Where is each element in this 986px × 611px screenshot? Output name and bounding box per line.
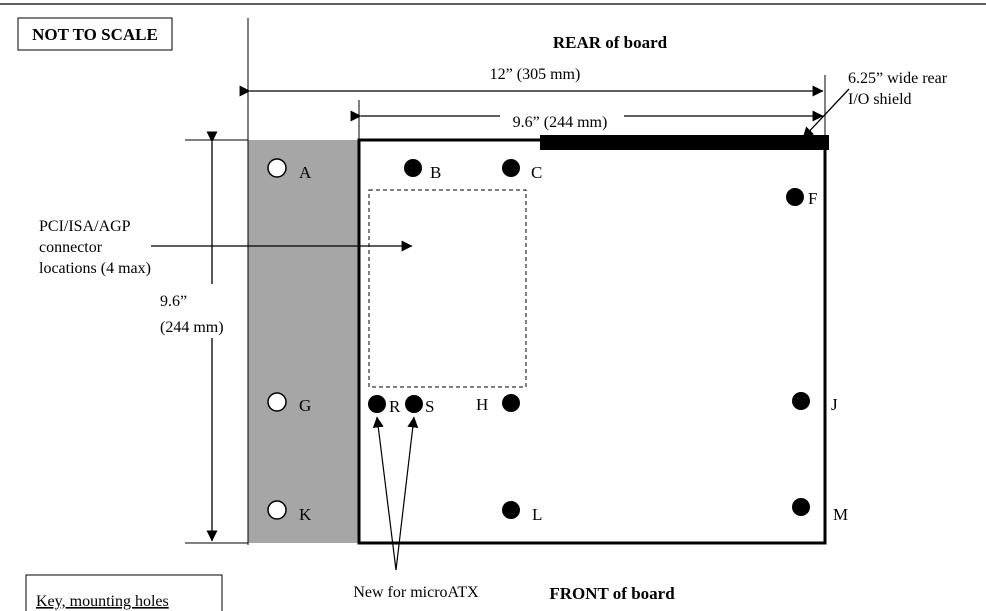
hole-b: B	[404, 159, 441, 182]
hole-b-filled-circle	[404, 159, 422, 177]
hole-m-label: M	[833, 505, 848, 524]
hole-k: K	[267, 500, 312, 524]
hole-k-label: K	[299, 505, 312, 524]
new-microatx-arrow-r	[372, 416, 397, 571]
hole-f-label: F	[808, 189, 817, 208]
rear-io-shield-bar	[540, 135, 829, 150]
hole-m: M	[792, 498, 848, 524]
io-shield-label-line2: I/O shield	[848, 91, 912, 108]
hole-r-filled-circle	[368, 395, 386, 413]
new-microatx-arrow-s	[395, 416, 419, 571]
hole-h-label: H	[476, 395, 488, 414]
hole-a-open-circle	[267, 158, 287, 178]
hole-g: G	[267, 392, 311, 415]
height-label-line2: (244 mm)	[160, 319, 224, 336]
hole-c-filled-circle	[502, 159, 520, 177]
hole-g-open-circle	[267, 392, 287, 412]
hole-r-label: R	[389, 397, 401, 416]
io-shield-label-line1: 6.25” wide rear	[848, 70, 948, 87]
hole-a: A	[267, 158, 312, 182]
hole-k-open-circle	[267, 500, 287, 520]
height-label-line1: 9.6”	[160, 293, 187, 310]
hole-l-label: L	[532, 505, 542, 524]
connector-label-line3: locations (4 max)	[39, 260, 151, 277]
hole-c-label: C	[531, 163, 542, 182]
front-of-board-label: FRONT of board	[549, 584, 675, 603]
hole-s-filled-circle	[405, 395, 423, 413]
hole-h: H	[476, 394, 520, 414]
connector-label-line2: connector	[39, 239, 103, 256]
rear-of-board-label: REAR of board	[553, 33, 668, 52]
width-microatx-label: 9.6” (244 mm)	[513, 114, 608, 131]
height-label-backing	[155, 284, 237, 338]
io-shield-pointer-arrow	[802, 88, 850, 139]
atx-only-shaded-area	[248, 140, 359, 543]
hole-c: C	[502, 159, 542, 182]
connector-label-line1: PCI/ISA/AGP	[39, 218, 131, 235]
key-box	[25, 574, 223, 611]
hole-j-label: J	[831, 395, 838, 414]
hole-m-filled-circle	[792, 498, 810, 516]
key-title: Key, mounting holes	[36, 593, 169, 610]
hole-r: R	[368, 395, 401, 416]
hole-a-label: A	[299, 163, 312, 182]
hole-s: S	[405, 395, 434, 416]
width-atx-label: 12” (305 mm)	[490, 66, 581, 83]
not-to-scale-label: NOT TO SCALE	[32, 25, 158, 44]
hole-l: L	[502, 501, 542, 524]
hole-j-filled-circle	[792, 392, 810, 410]
width-microatx-label-backing	[500, 108, 624, 130]
hole-g-label: G	[299, 396, 311, 415]
microatx-board-outline	[357, 138, 827, 545]
hole-j: J	[792, 392, 838, 414]
new-microatx-label: New for microATX	[353, 584, 479, 601]
hole-h-filled-circle	[502, 394, 520, 412]
hole-f-filled-circle	[786, 188, 804, 206]
hole-s-label: S	[425, 397, 434, 416]
not-to-scale-box	[17, 17, 173, 51]
hole-f: F	[786, 188, 817, 208]
hole-l-filled-circle	[502, 501, 520, 519]
hole-b-label: B	[430, 163, 441, 182]
connector-location-area	[368, 189, 527, 388]
